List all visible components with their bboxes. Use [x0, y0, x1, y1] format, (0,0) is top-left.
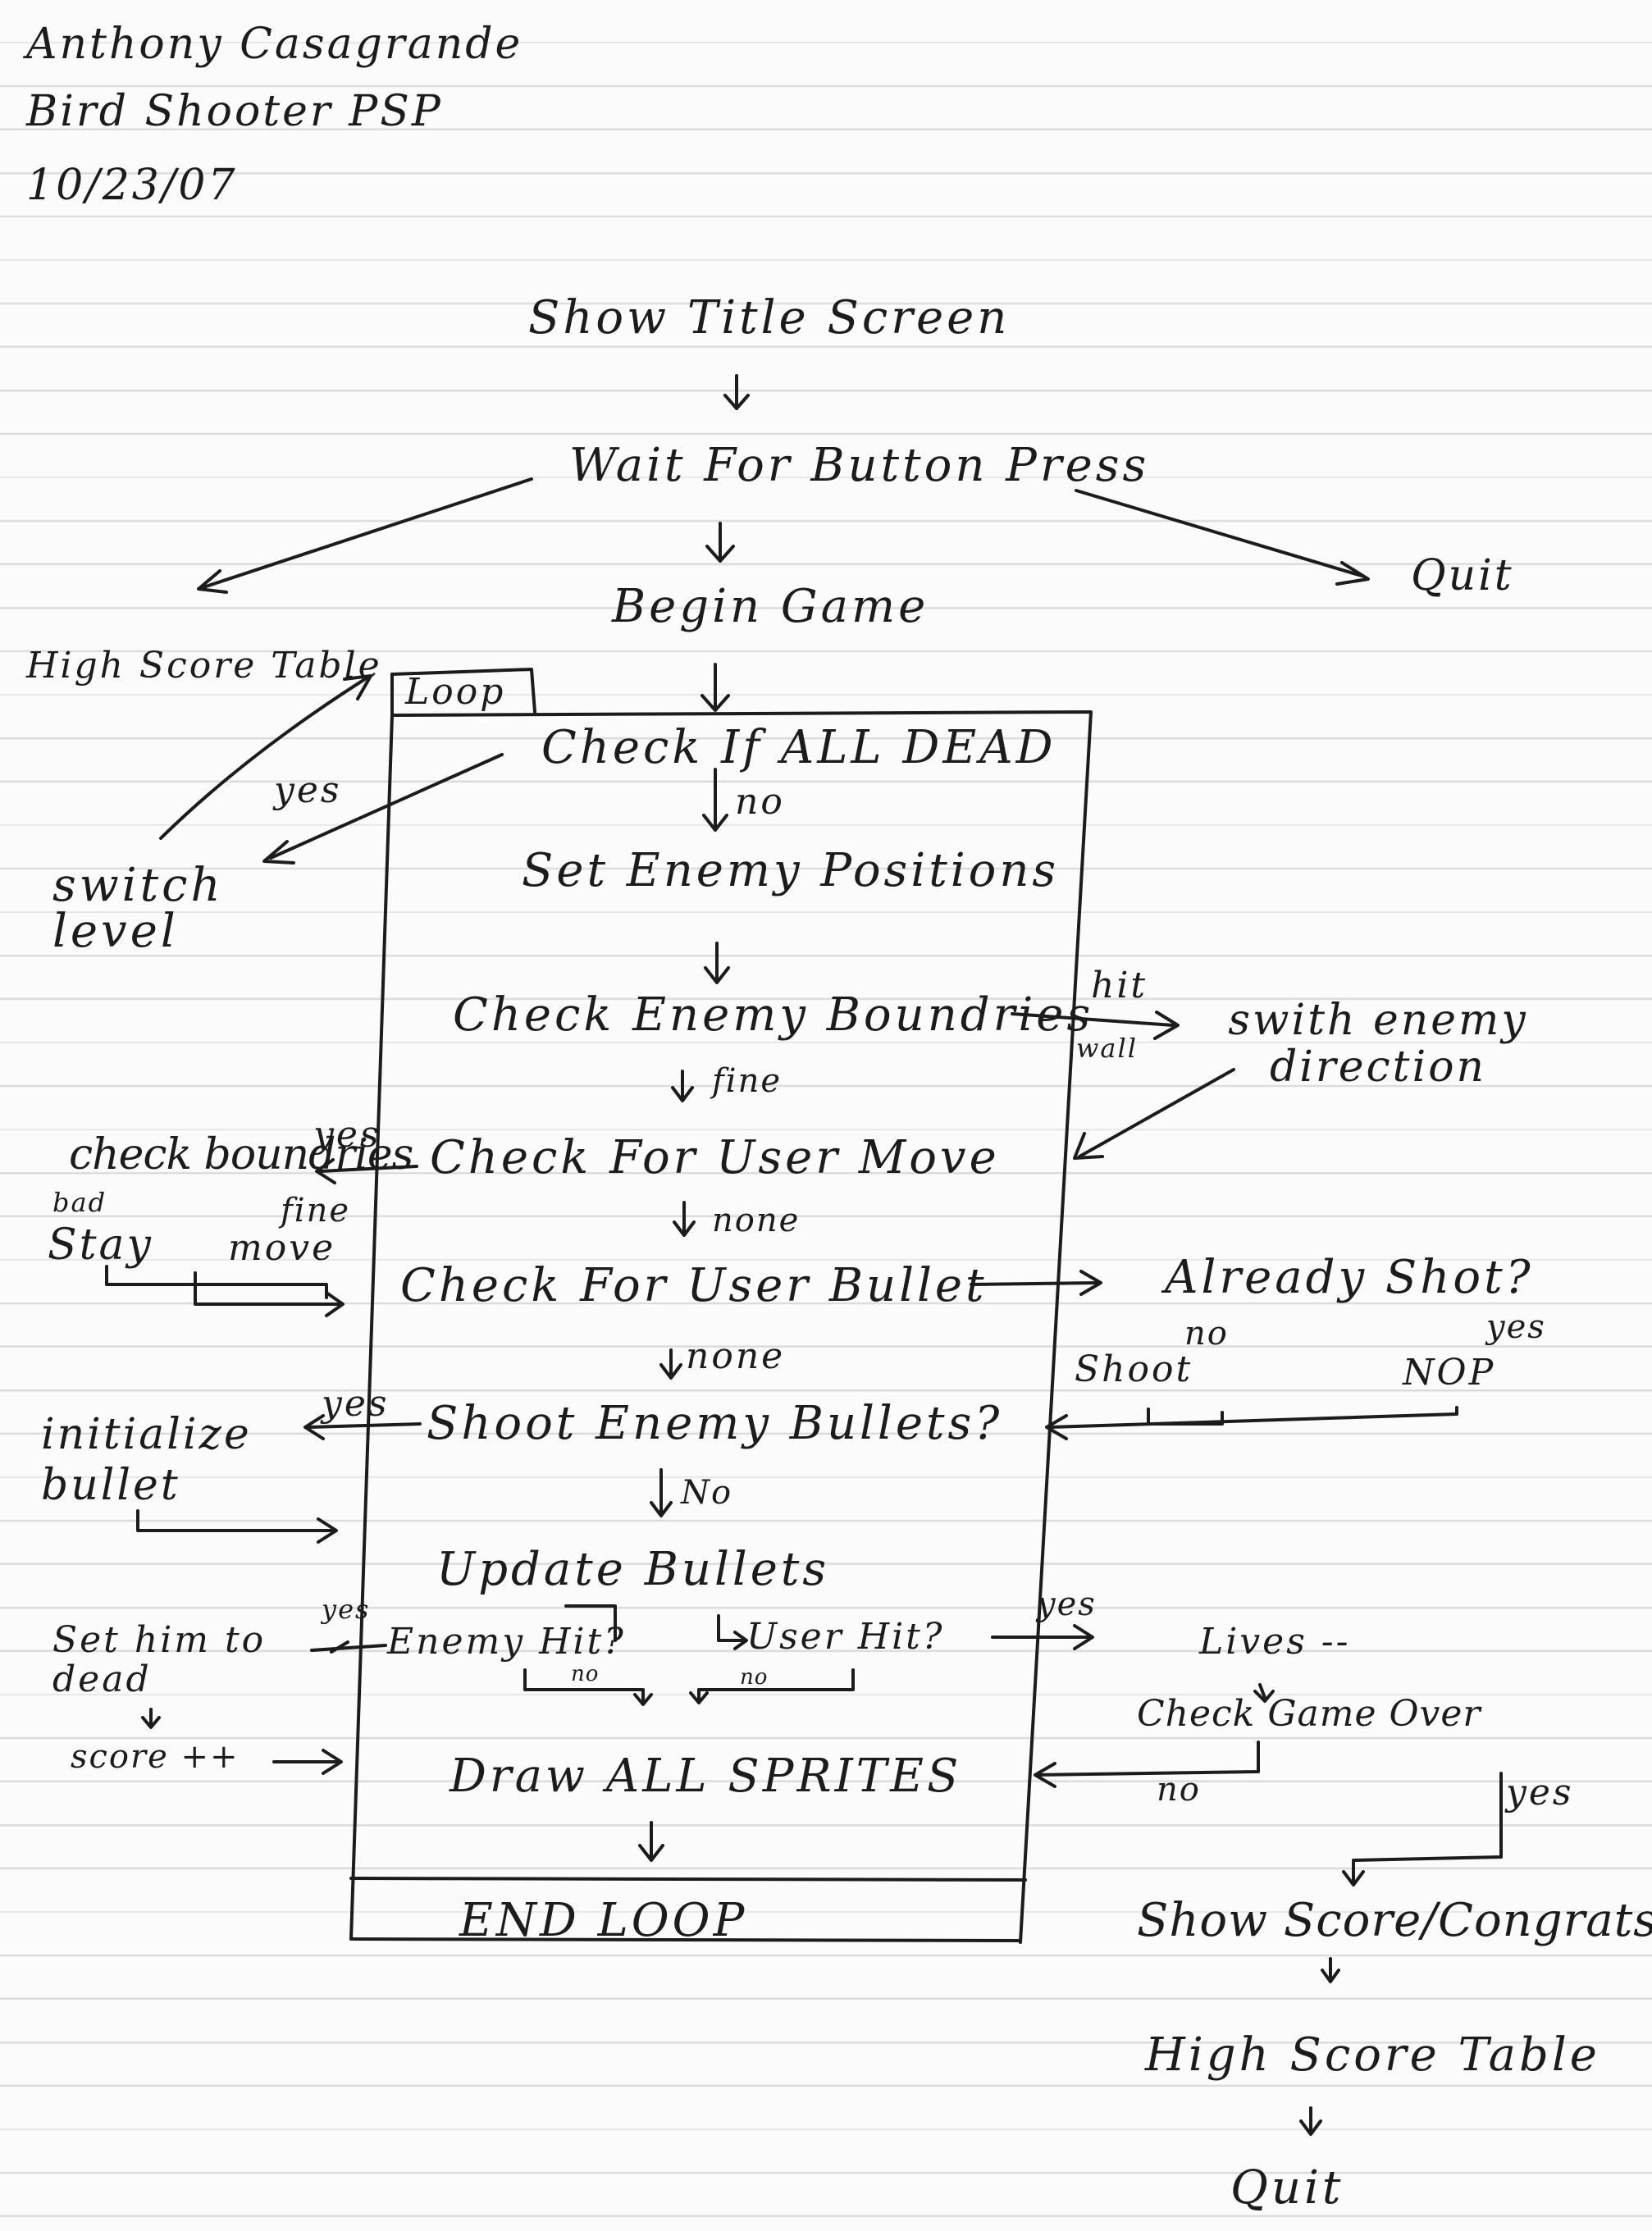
step-high-score-table: High Score Table: [1145, 2028, 1600, 2082]
step-quit-top: Quit: [1411, 551, 1514, 600]
label-yes-user-hit: yes: [1037, 1585, 1097, 1623]
branch-arrows: [105, 477, 1503, 2136]
label-yes-enemy-hit: yes: [322, 1594, 371, 1625]
main-flow-arrows: [638, 374, 750, 1862]
step-check-boundries: check boundries: [69, 1130, 413, 1179]
loop-label: Loop: [405, 671, 506, 713]
step-enemy-hit: Enemy Hit?: [387, 1621, 626, 1663]
label-wall: wall: [1076, 1033, 1138, 1064]
step-set-him-dead: Set him to dead: [52, 1619, 267, 1701]
label-no-shot: no: [1184, 1315, 1229, 1353]
step-check-game-over: Check Game Over: [1137, 1693, 1481, 1735]
step-check-enemy-boundries: Check Enemy Boundries: [453, 988, 1094, 1042]
label-no-game-over: no: [1157, 1771, 1201, 1809]
step-user-hit: User Hit?: [746, 1616, 945, 1658]
label-no-dead: no: [735, 781, 785, 823]
label-bad: bad: [52, 1187, 107, 1218]
author-name: Anthony Casagrande: [26, 20, 523, 69]
step-check-user-bullet: Check For User Bullet: [400, 1259, 988, 1312]
step-update-bullets: Update Bullets: [436, 1543, 830, 1596]
label-no-enemy-hit: no: [571, 1662, 600, 1686]
step-nop: NOP: [1403, 1352, 1496, 1394]
step-stay: Stay: [48, 1220, 153, 1270]
step-end-loop: END LOOP: [459, 1894, 748, 1947]
step-switch-enemy-direction: swith enemy direction: [1228, 996, 1528, 1093]
step-score-increment: score ++: [71, 1738, 240, 1776]
step-lives-decrement: Lives --: [1199, 1621, 1351, 1663]
step-quit-bottom: Quit: [1230, 2161, 1344, 2215]
step-wait-button-press: Wait For Button Press: [569, 439, 1150, 492]
label-yes-dead: yes: [274, 769, 342, 811]
label-no-enemy-bullets: No: [681, 1474, 733, 1512]
project-name: Bird Shooter PSP: [26, 87, 443, 136]
step-switch-level: switch level: [52, 859, 224, 958]
label-fine-bounds: fine: [712, 1062, 783, 1100]
step-show-score-congrats: Show Score/Congrats: [1137, 1894, 1652, 1947]
step-high-score-left: High Score Table: [26, 645, 382, 687]
step-initialize-bullet: initialize bullet: [41, 1410, 252, 1511]
step-move: move: [228, 1227, 336, 1269]
label-yes-game-over: yes: [1506, 1772, 1574, 1814]
label-none-bullet: none: [686, 1335, 786, 1377]
step-shoot-enemy-bullets: Shoot Enemy Bullets?: [427, 1397, 1003, 1450]
step-shoot: Shoot: [1075, 1348, 1193, 1390]
date: 10/23/07: [26, 161, 238, 210]
label-hit: hit: [1091, 965, 1148, 1006]
label-no-user-hit: no: [740, 1665, 769, 1690]
step-check-user-move: Check For User Move: [430, 1131, 1000, 1184]
step-draw-all-sprites: Draw ALL SPRITES: [450, 1750, 962, 1803]
step-check-all-dead: Check If ALL DEAD: [541, 721, 1056, 774]
label-none-move: none: [712, 1202, 801, 1239]
label-fine-move: fine: [281, 1192, 351, 1230]
step-show-title-screen: Show Title Screen: [528, 291, 1011, 344]
step-set-enemy-positions: Set Enemy Positions: [522, 844, 1060, 897]
label-yes-enemy-bullets: yes: [322, 1383, 390, 1425]
label-yes-shot: yes: [1486, 1308, 1546, 1346]
step-begin-game: Begin Game: [612, 580, 929, 633]
label-yes-move: yes: [313, 1114, 381, 1156]
step-already-shot: Already Shot?: [1165, 1251, 1534, 1304]
loop-box: [349, 668, 1093, 1944]
